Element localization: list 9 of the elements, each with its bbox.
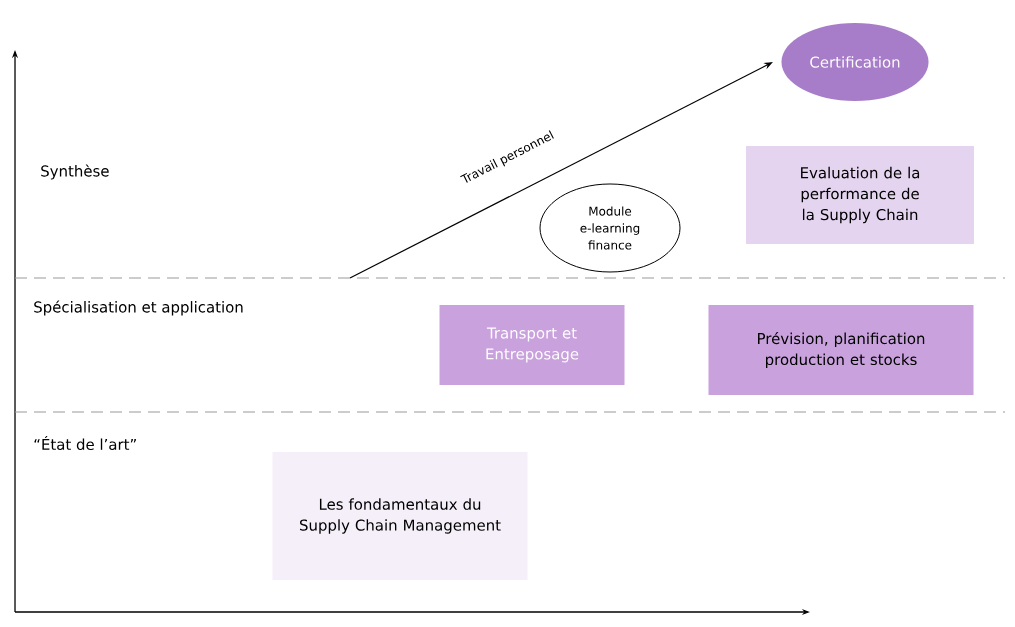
level-label: Spécialisation et application: [34, 300, 243, 316]
process-box: Transport et Entreposage: [439, 305, 625, 385]
process-box: Prévision, planification production et stocks: [708, 305, 974, 395]
level-label: “État de l’art”: [34, 435, 136, 451]
process-box: Les fondamentaux du Supply Chain Management: [272, 452, 528, 580]
ellipse-node: Certification: [781, 23, 929, 101]
level-label: Synthèse: [41, 164, 109, 180]
ellipse-node: Module e-learning finance: [539, 183, 681, 273]
process-box: Evaluation de la performance de la Supply Chain: [746, 146, 974, 244]
